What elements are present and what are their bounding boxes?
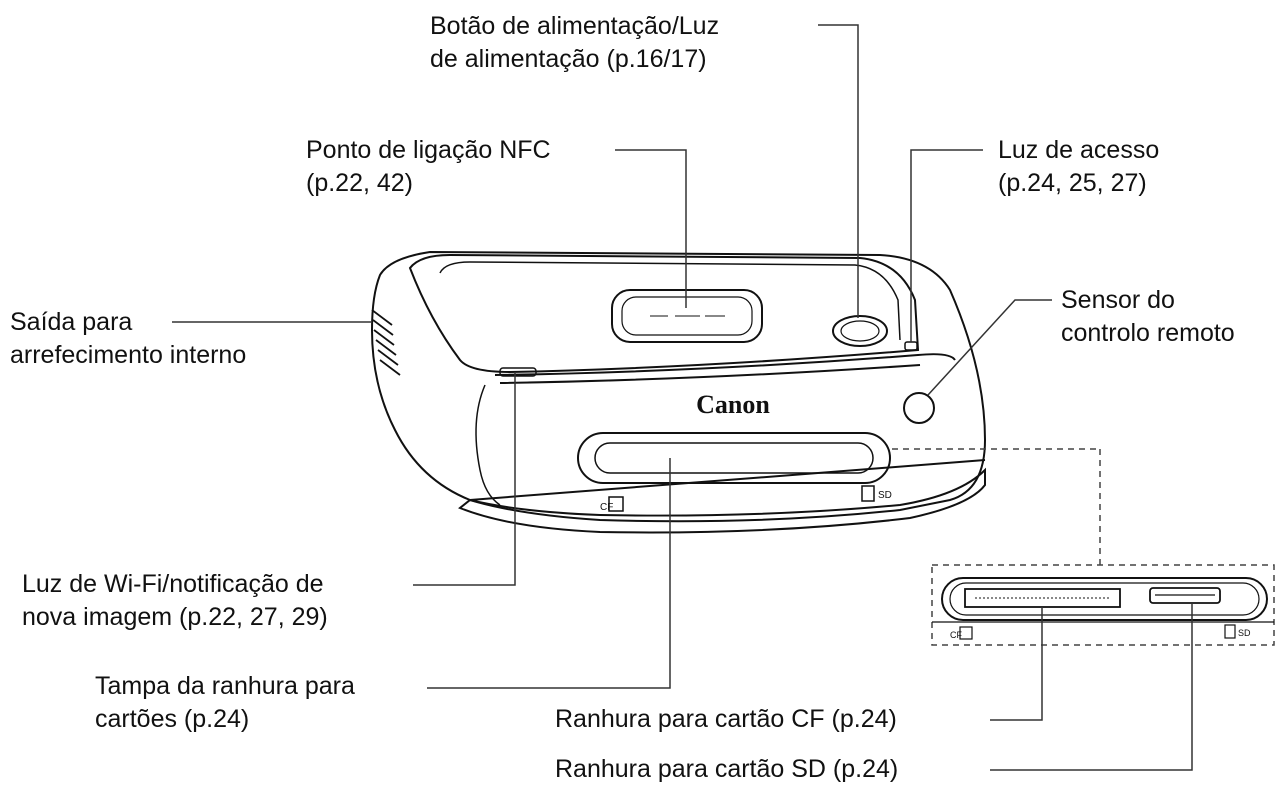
leader-remote bbox=[927, 299, 1052, 396]
card-slot-cover bbox=[577, 432, 891, 484]
label-wifi-line2: nova imagem (p.22, 27, 29) bbox=[22, 603, 328, 631]
sd-mark-inset: SD bbox=[1238, 628, 1251, 638]
inset-box bbox=[931, 564, 1275, 646]
label-access-line2: (p.24, 25, 27) bbox=[998, 169, 1147, 197]
cf-icon-inset bbox=[959, 626, 973, 640]
inset-slot-frame bbox=[941, 577, 1268, 621]
label-remote-line2: controlo remoto bbox=[1061, 319, 1235, 347]
label-cf-slot: Ranhura para cartão CF (p.24) bbox=[555, 703, 897, 736]
cf-mark-inset: CF bbox=[950, 630, 962, 640]
label-remote-line1: Sensor do bbox=[1061, 286, 1175, 314]
label-nfc-line1: Ponto de ligação NFC bbox=[306, 136, 551, 164]
leader-nfc bbox=[615, 149, 687, 308]
sd-mark-device: SD bbox=[878, 490, 892, 501]
leader-cover bbox=[427, 458, 671, 689]
device-top-lid bbox=[408, 253, 920, 374]
label-sd-slot-line1: Ranhura para cartão SD (p.24) bbox=[555, 755, 899, 783]
label-power-line1: Botão de alimentação/Luz bbox=[430, 12, 720, 40]
label-power: Botão de alimentação/Luz de alimentação … bbox=[430, 10, 719, 76]
remote-sensor bbox=[903, 392, 935, 424]
label-vent: Saída para arrefecimento interno bbox=[10, 306, 246, 372]
leader-access bbox=[910, 149, 983, 342]
label-access-line1: Luz de acesso bbox=[998, 136, 1160, 164]
cf-icon-device bbox=[608, 496, 624, 512]
leader-sd bbox=[990, 603, 1193, 771]
nfc-plate bbox=[611, 289, 763, 343]
leader-cf bbox=[990, 607, 1043, 721]
label-cover: Tampa da ranhura para cartões (p.24) bbox=[95, 670, 355, 736]
label-access: Luz de acesso (p.24, 25, 27) bbox=[998, 134, 1159, 200]
device-body-outline bbox=[370, 250, 987, 523]
label-power-line2: de alimentação (p.16/17) bbox=[430, 45, 707, 73]
wifi-light bbox=[499, 367, 537, 377]
device-base-band bbox=[458, 467, 986, 534]
vent-slats bbox=[371, 309, 401, 376]
label-nfc: Ponto de ligação NFC (p.22, 42) bbox=[306, 134, 551, 200]
leader-wifi bbox=[413, 372, 516, 586]
brand-logo: Canon bbox=[696, 390, 770, 419]
label-vent-line1: Saída para bbox=[10, 308, 133, 336]
leader-power bbox=[818, 24, 859, 318]
label-wifi-line1: Luz de Wi-Fi/notificação de bbox=[22, 570, 324, 598]
cf-mark-device: CF bbox=[600, 502, 613, 513]
label-nfc-line2: (p.22, 42) bbox=[306, 169, 414, 197]
label-remote: Sensor do controlo remoto bbox=[1061, 284, 1235, 350]
label-vent-line2: arrefecimento interno bbox=[10, 341, 247, 369]
label-cover-line1: Tampa da ranhura para bbox=[95, 672, 355, 700]
sd-icon-inset bbox=[1224, 624, 1236, 639]
label-sd-slot: Ranhura para cartão SD (p.24) bbox=[555, 753, 898, 786]
label-wifi: Luz de Wi-Fi/notificação de nova imagem … bbox=[22, 568, 328, 634]
sd-slot bbox=[1149, 587, 1221, 604]
sd-icon-device bbox=[861, 485, 875, 502]
label-cover-line2: cartões (p.24) bbox=[95, 705, 250, 733]
label-cf-slot-line1: Ranhura para cartão CF (p.24) bbox=[555, 705, 897, 733]
